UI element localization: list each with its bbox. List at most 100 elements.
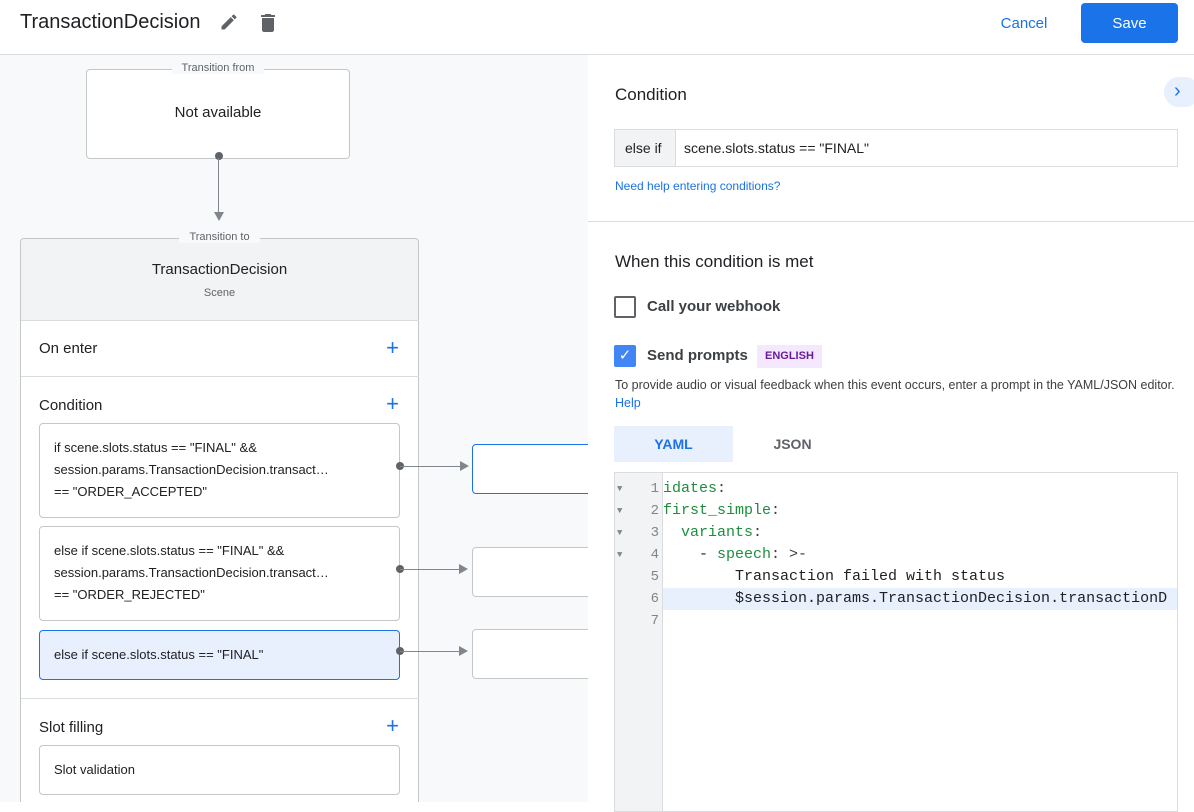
code-text: first_simple:	[663, 500, 1177, 522]
line-number: ▼4	[615, 544, 663, 566]
line-number: ▼1	[615, 478, 663, 500]
transition-target[interactable]	[472, 444, 588, 494]
connector-dot	[215, 152, 223, 160]
condition-text: session.params.TransactionDecision.trans…	[54, 462, 329, 477]
chevron-right-icon[interactable]: ›	[1164, 77, 1194, 107]
code-key: first_simple	[663, 502, 772, 519]
condition-text: == "ORDER_REJECTED"	[54, 587, 205, 602]
condition-panel: › Condition else if scene.slots.status =…	[588, 55, 1194, 812]
code-indent	[663, 524, 681, 541]
webhook-checkbox[interactable]	[614, 296, 636, 318]
webhook-label: Call your webhook	[647, 298, 781, 315]
line-number: 7	[615, 610, 663, 632]
arrow-right-icon	[460, 461, 469, 471]
arrow-right-icon	[459, 646, 468, 656]
condition-input[interactable]: else if scene.slots.status == "FINAL"	[614, 129, 1178, 167]
line-number: ▼2	[615, 500, 663, 522]
prompt-help-text: To provide audio or visual feedback when…	[615, 376, 1175, 412]
prompts-checkbox[interactable]: ✓	[614, 345, 636, 367]
condition-text: session.params.TransactionDecision.trans…	[54, 565, 329, 580]
save-button[interactable]: Save	[1081, 3, 1178, 43]
code-line: ▼4 - speech: >-	[615, 544, 1177, 566]
line-number: 6	[615, 588, 663, 610]
trash-icon[interactable]	[256, 11, 280, 35]
tab-yaml[interactable]: YAML	[614, 426, 733, 462]
code-key: speech	[717, 546, 772, 563]
fold-arrow-icon[interactable]: ▼	[617, 484, 623, 494]
arrow-right-icon	[459, 564, 468, 574]
transition-target[interactable]	[472, 547, 588, 597]
condition-item[interactable]: else if scene.slots.status == "FINAL" &&…	[39, 526, 400, 621]
condition-text: else if scene.slots.status == "FINAL"	[54, 647, 264, 662]
prompt-help-text-body: To provide audio or visual feedback when…	[615, 378, 1175, 392]
cancel-button[interactable]: Cancel	[1000, 14, 1048, 32]
code-text	[663, 610, 1177, 632]
connector-line	[400, 466, 462, 467]
code-line: ▼3 variants:	[615, 522, 1177, 544]
connector-line	[400, 569, 460, 570]
on-enter-label: On enter	[39, 340, 98, 357]
line-number-text: 4	[650, 547, 659, 563]
header: TransactionDecision Cancel Save	[0, 0, 1194, 55]
condition-help-link[interactable]: Need help entering conditions?	[615, 179, 781, 193]
section-condition: Condition + if scene.slots.status == "FI…	[21, 376, 419, 698]
scene-header: Transition to TransactionDecision Scene	[21, 231, 418, 320]
add-condition-button[interactable]: +	[386, 391, 399, 416]
fold-arrow-icon[interactable]: ▼	[617, 528, 623, 538]
scene-name: TransactionDecision	[151, 261, 288, 278]
flow-canvas: Transition from Not available Transition…	[0, 55, 588, 802]
editor-gutter	[615, 473, 663, 811]
scene-type: Scene	[203, 287, 236, 299]
line-number-text: 1	[650, 481, 659, 497]
slot-validation-item[interactable]: Slot validation	[39, 745, 400, 795]
fold-arrow-icon[interactable]: ▼	[617, 506, 623, 516]
condition-value[interactable]: scene.slots.status == "FINAL"	[684, 140, 870, 156]
condition-label: Condition	[39, 397, 103, 414]
line-number-text: 5	[650, 569, 659, 585]
arrow-down-icon	[214, 212, 224, 221]
code-indent: -	[663, 546, 718, 563]
slot-filling-label: Slot filling	[39, 719, 104, 736]
code-punct: : >-	[771, 546, 808, 563]
condition-heading: Condition	[615, 85, 687, 104]
connector-line	[400, 651, 460, 652]
condition-item[interactable]: if scene.slots.status == "FINAL" && sess…	[39, 423, 400, 518]
scene-card: Transition to TransactionDecision Scene …	[20, 231, 419, 802]
transition-target[interactable]	[472, 629, 588, 679]
code-line: 6 $session.params.TransactionDecision.tr…	[615, 588, 1177, 610]
pencil-icon[interactable]	[219, 12, 239, 32]
code-text: $session.params.TransactionDecision.tran…	[663, 588, 1177, 610]
code-line: 7	[615, 610, 1177, 632]
transition-from-legend: Transition from	[171, 62, 265, 74]
slot-validation-label: Slot validation	[54, 762, 135, 777]
transition-to-legend: Transition to	[179, 231, 260, 243]
transition-from-card: Transition from Not available	[86, 62, 350, 159]
condition-text: else if scene.slots.status == "FINAL" &&	[54, 543, 285, 558]
add-slot-button[interactable]: +	[386, 713, 399, 738]
condition-item-selected[interactable]: else if scene.slots.status == "FINAL"	[39, 630, 400, 680]
code-punct: :	[717, 480, 727, 497]
transition-from-value: Not available	[174, 104, 262, 121]
language-badge: ENGLISH	[757, 345, 822, 368]
tab-json[interactable]: JSON	[773, 436, 812, 452]
code-key: idates	[663, 480, 718, 497]
section-slot-filling: Slot filling + Slot validation	[21, 698, 419, 802]
line-number: 5	[615, 566, 663, 588]
divider	[588, 221, 1194, 222]
code-text: idates:	[663, 478, 1177, 500]
page-title: TransactionDecision	[20, 11, 201, 33]
code-punct: :	[753, 524, 763, 541]
prompt-help-link[interactable]: Help	[615, 396, 641, 410]
code-punct: :	[771, 502, 781, 519]
fold-arrow-icon[interactable]: ▼	[617, 550, 623, 560]
line-number-text: 2	[650, 503, 659, 519]
connector-line	[218, 158, 219, 213]
line-number: ▼3	[615, 522, 663, 544]
condition-prefix: else if	[615, 130, 676, 166]
add-on-enter-button[interactable]: +	[386, 335, 399, 360]
code-key: variants	[681, 524, 754, 541]
code-text: variants:	[663, 522, 1177, 544]
